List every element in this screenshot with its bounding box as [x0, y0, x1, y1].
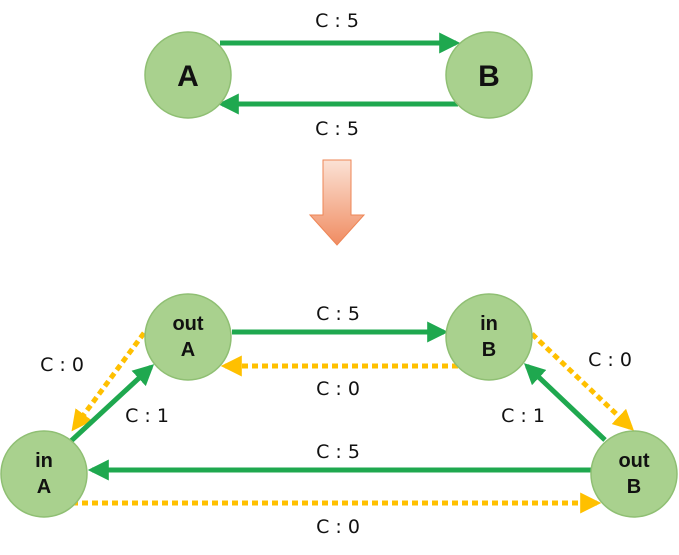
node-in-a-line-1: in [35, 450, 53, 472]
edge-label-a-to-b: C : 5 [315, 10, 359, 32]
edge-label-out-a-to-in-a: C : 0 [40, 354, 84, 376]
top-graph: C : 5 C : 5 A B [144, 10, 533, 140]
node-a-label: A [177, 60, 199, 93]
node-out-a-line-1: out [172, 313, 203, 335]
edge-label-out-b-to-in-a: C : 5 [316, 441, 360, 463]
bottom-graph: C : 5 C : 0 C : 0 C : 1 C : 0 C : 1 C : … [0, 293, 678, 538]
edge-label-in-a-to-out-b: C : 0 [316, 516, 360, 538]
node-in-b-line-1: in [480, 313, 498, 335]
node-out-a: out A [144, 293, 232, 381]
edge-in-a-to-out-a [69, 364, 155, 443]
node-out-b: out B [590, 430, 678, 518]
edge-label-in-a-to-out-a: C : 1 [125, 405, 169, 427]
node-in-a: in A [0, 430, 88, 518]
edge-in-b-to-out-b [530, 332, 635, 431]
edge-label-in-b-to-out-a: C : 0 [316, 378, 360, 400]
edge-label-out-a-to-in-b: C : 5 [316, 303, 360, 325]
edge-out-b-to-in-b [523, 363, 607, 442]
node-in-b: in B [445, 293, 533, 381]
edge-label-in-b-to-out-b: C : 0 [588, 349, 632, 371]
edge-label-out-b-to-in-b: C : 1 [501, 405, 545, 427]
node-b: B [445, 31, 533, 119]
node-out-a-line-2: A [181, 339, 195, 361]
node-in-a-line-2: A [37, 476, 51, 498]
node-b-label: B [478, 60, 500, 93]
node-a: A [144, 31, 232, 119]
node-in-b-line-2: B [482, 339, 496, 361]
transform-down-arrow [308, 159, 366, 246]
node-out-b-line-2: B [627, 476, 641, 498]
node-out-b-line-1: out [618, 450, 649, 472]
edge-label-b-to-a: C : 5 [315, 118, 359, 140]
